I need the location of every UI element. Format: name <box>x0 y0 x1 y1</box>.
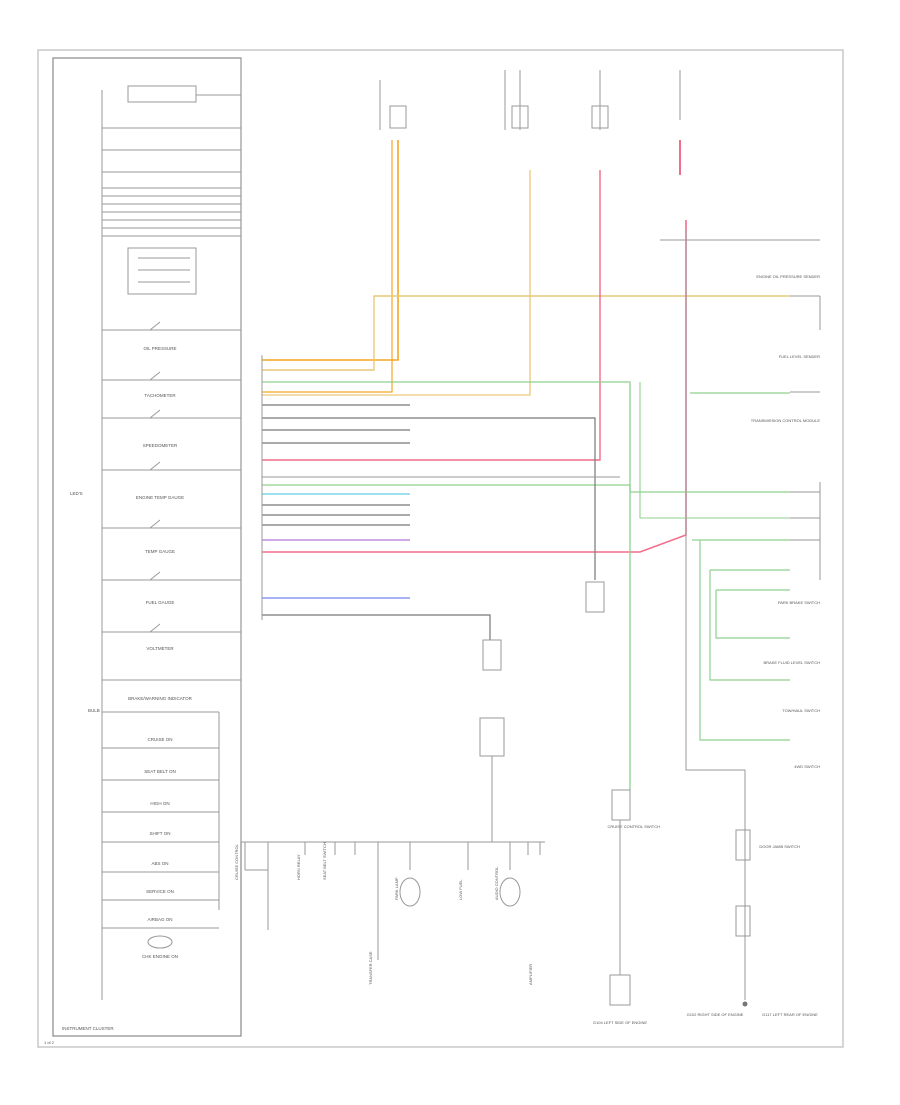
gauge-switches <box>102 321 241 633</box>
gauge-label: TEMP GAUGE <box>145 549 175 554</box>
indicator-label: CRUISE ON <box>147 737 172 742</box>
indicator-label: BRAKE/WARNING INDICATOR <box>128 696 192 701</box>
indicator-rows: BRAKE/WARNING INDICATOR CRUISE ON SEAT B… <box>102 696 219 959</box>
ground-labels: G104 LEFT SIDE OF ENGINE G102 RIGHT SIDE… <box>593 1012 818 1025</box>
bottom-connector-label: CRUISE CONTROL <box>234 843 239 880</box>
gauge-label: ENGINE TEMP GAUGE <box>136 495 184 500</box>
right-label: DOOR JAMB SWITCH <box>759 844 800 849</box>
gauge-label: OIL PRESSURE <box>143 346 176 351</box>
indicator-label: CHK ENGINE ON <box>142 954 178 959</box>
page-number: 1 of 2 <box>44 1040 55 1045</box>
bottom-connector-label: PARK LAMP <box>394 877 399 900</box>
right-label: FUEL LEVEL SENDER <box>779 354 820 359</box>
indicator-label: SEAT BELT ON <box>144 769 175 774</box>
gray-wires <box>261 230 790 1000</box>
indicator-label: ABS ON <box>151 861 168 866</box>
ground-label: G102 RIGHT SIDE OF ENGINE <box>687 1012 744 1017</box>
indicator-label: HIGH ON <box>150 801 169 806</box>
lower-components <box>479 581 751 1007</box>
right-label: 4WD SWITCH <box>794 764 820 769</box>
right-label: ENGINE OIL PRESSURE SENDER <box>756 274 820 279</box>
diagram-frame <box>37 49 844 1048</box>
gauge-label: VOLTMETER <box>146 646 174 651</box>
right-label: BRAKE FLUID LEVEL SWITCH <box>763 660 820 665</box>
indicator-label: SHIFT ON <box>150 831 171 836</box>
ground-label: G104 LEFT SIDE OF ENGINE <box>593 1020 647 1025</box>
gauge-label: SPEEDOMETER <box>143 443 178 448</box>
gauge-label: TACHOMETER <box>144 393 176 398</box>
indicator-label: SERVICE ON <box>146 889 174 894</box>
right-label: CRUISE CONTROL SWITCH <box>607 824 660 829</box>
right-label: TRANSMISSION CONTROL MODULE <box>751 418 821 423</box>
bottom-connector-label: AUDIO CONTROL <box>494 866 499 900</box>
cluster-title: INSTRUMENT CLUSTER <box>62 1026 114 1031</box>
bottom-connectors: CRUISE CONTROL HORN RELAY SEAT BELT SWIT… <box>234 842 541 985</box>
cluster-internal-lines <box>101 85 241 1000</box>
bottom-connector-label: HORN RELAY <box>296 854 301 880</box>
ground-label: G117 LEFT REAR OF ENGINE <box>762 1012 818 1017</box>
colored-wires <box>262 140 790 790</box>
bottom-connector-label: LOW FUEL <box>458 879 463 900</box>
gauge-labels: OIL PRESSURE TACHOMETER SPEEDOMETER ENGI… <box>136 346 184 651</box>
bottom-connector-label: AMPLIFIER <box>528 964 533 985</box>
right-components: ENGINE OIL PRESSURE SENDER FUEL LEVEL SE… <box>607 239 821 849</box>
top-fuse-area <box>379 70 681 130</box>
right-label: PARK BRAKE SWITCH <box>778 600 820 605</box>
bottom-connector-label: TRANSFER CASE <box>368 951 373 985</box>
indicator-label: AIRBAG ON <box>147 917 172 922</box>
bottom-connector-label: SEAT BELT SWITCH <box>322 842 327 880</box>
right-label: TOW/HAUL SWITCH <box>782 708 820 713</box>
left-label-bulb: BULB <box>88 708 100 713</box>
left-label-led: LED'S <box>70 491 83 496</box>
gauge-label: FUEL GAUGE <box>146 600 175 605</box>
